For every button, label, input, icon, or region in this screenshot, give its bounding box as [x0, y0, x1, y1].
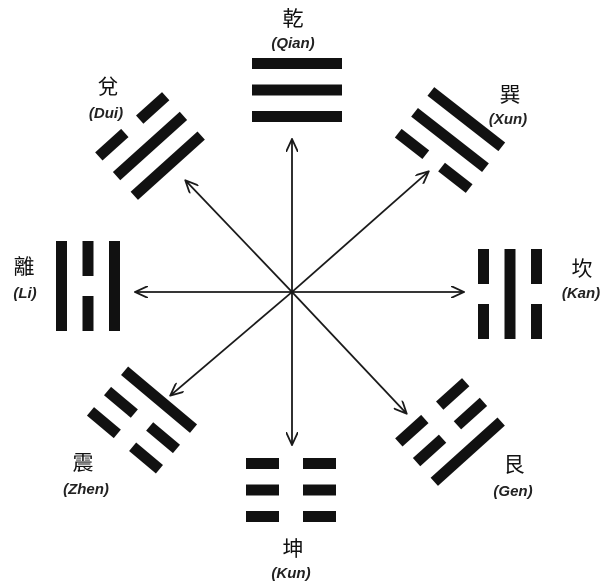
trigram-qian-symbol [252, 58, 342, 122]
trigram-dui-hanzi: 兌 [98, 75, 119, 99]
trigram-qian-pinyin: (Qian) [271, 35, 314, 52]
trigram-xun-pinyin: (Xun) [489, 111, 527, 128]
trigram-kun-symbol [246, 458, 336, 522]
arrow-dui [186, 181, 293, 293]
trigram-dui-pinyin: (Dui) [89, 105, 123, 122]
arrow-gen [291, 291, 406, 413]
trigram-gen: 艮 (Gen) [395, 378, 533, 500]
trigram-xun-symbol [394, 87, 506, 193]
trigram-zhen-hanzi: 震 [73, 451, 94, 475]
arrow-xun [291, 172, 428, 293]
trigram-kan-pinyin: (Kan) [562, 285, 600, 302]
trigram-kun-pinyin: (Kun) [271, 565, 310, 582]
trigram-li-pinyin: (Li) [13, 285, 36, 302]
trigram-li: 離 (Li) [13, 241, 120, 331]
trigram-kun: 坤 (Kun) [246, 458, 336, 582]
trigram-kan-symbol [478, 249, 542, 339]
trigram-li-hanzi: 離 [14, 255, 35, 279]
trigram-dui-symbol [95, 92, 205, 200]
trigram-zhen-pinyin: (Zhen) [63, 481, 109, 498]
arrow-zhen [171, 291, 293, 395]
trigram-qian-hanzi: 乾 [283, 7, 304, 31]
trigram-gen-hanzi: 艮 [504, 453, 525, 477]
trigram-kun-hanzi: 坤 [283, 537, 304, 561]
trigram-li-symbol [56, 241, 120, 331]
trigram-kan-hanzi: 坎 [572, 257, 593, 281]
trigram-zhen: 震 (Zhen) [63, 366, 198, 498]
trigram-qian: 乾 (Qian) [252, 7, 342, 122]
trigram-gen-symbol [395, 378, 505, 486]
trigram-zhen-symbol [86, 366, 198, 474]
trigram-kan: 坎 (Kan) [478, 249, 600, 339]
trigram-xun-hanzi: 巽 [500, 83, 521, 107]
trigram-dui: 兌 (Dui) [89, 75, 205, 200]
arrows [136, 140, 463, 444]
trigram-gen-pinyin: (Gen) [493, 483, 532, 500]
trigram-xun: 巽 (Xun) [394, 83, 527, 193]
